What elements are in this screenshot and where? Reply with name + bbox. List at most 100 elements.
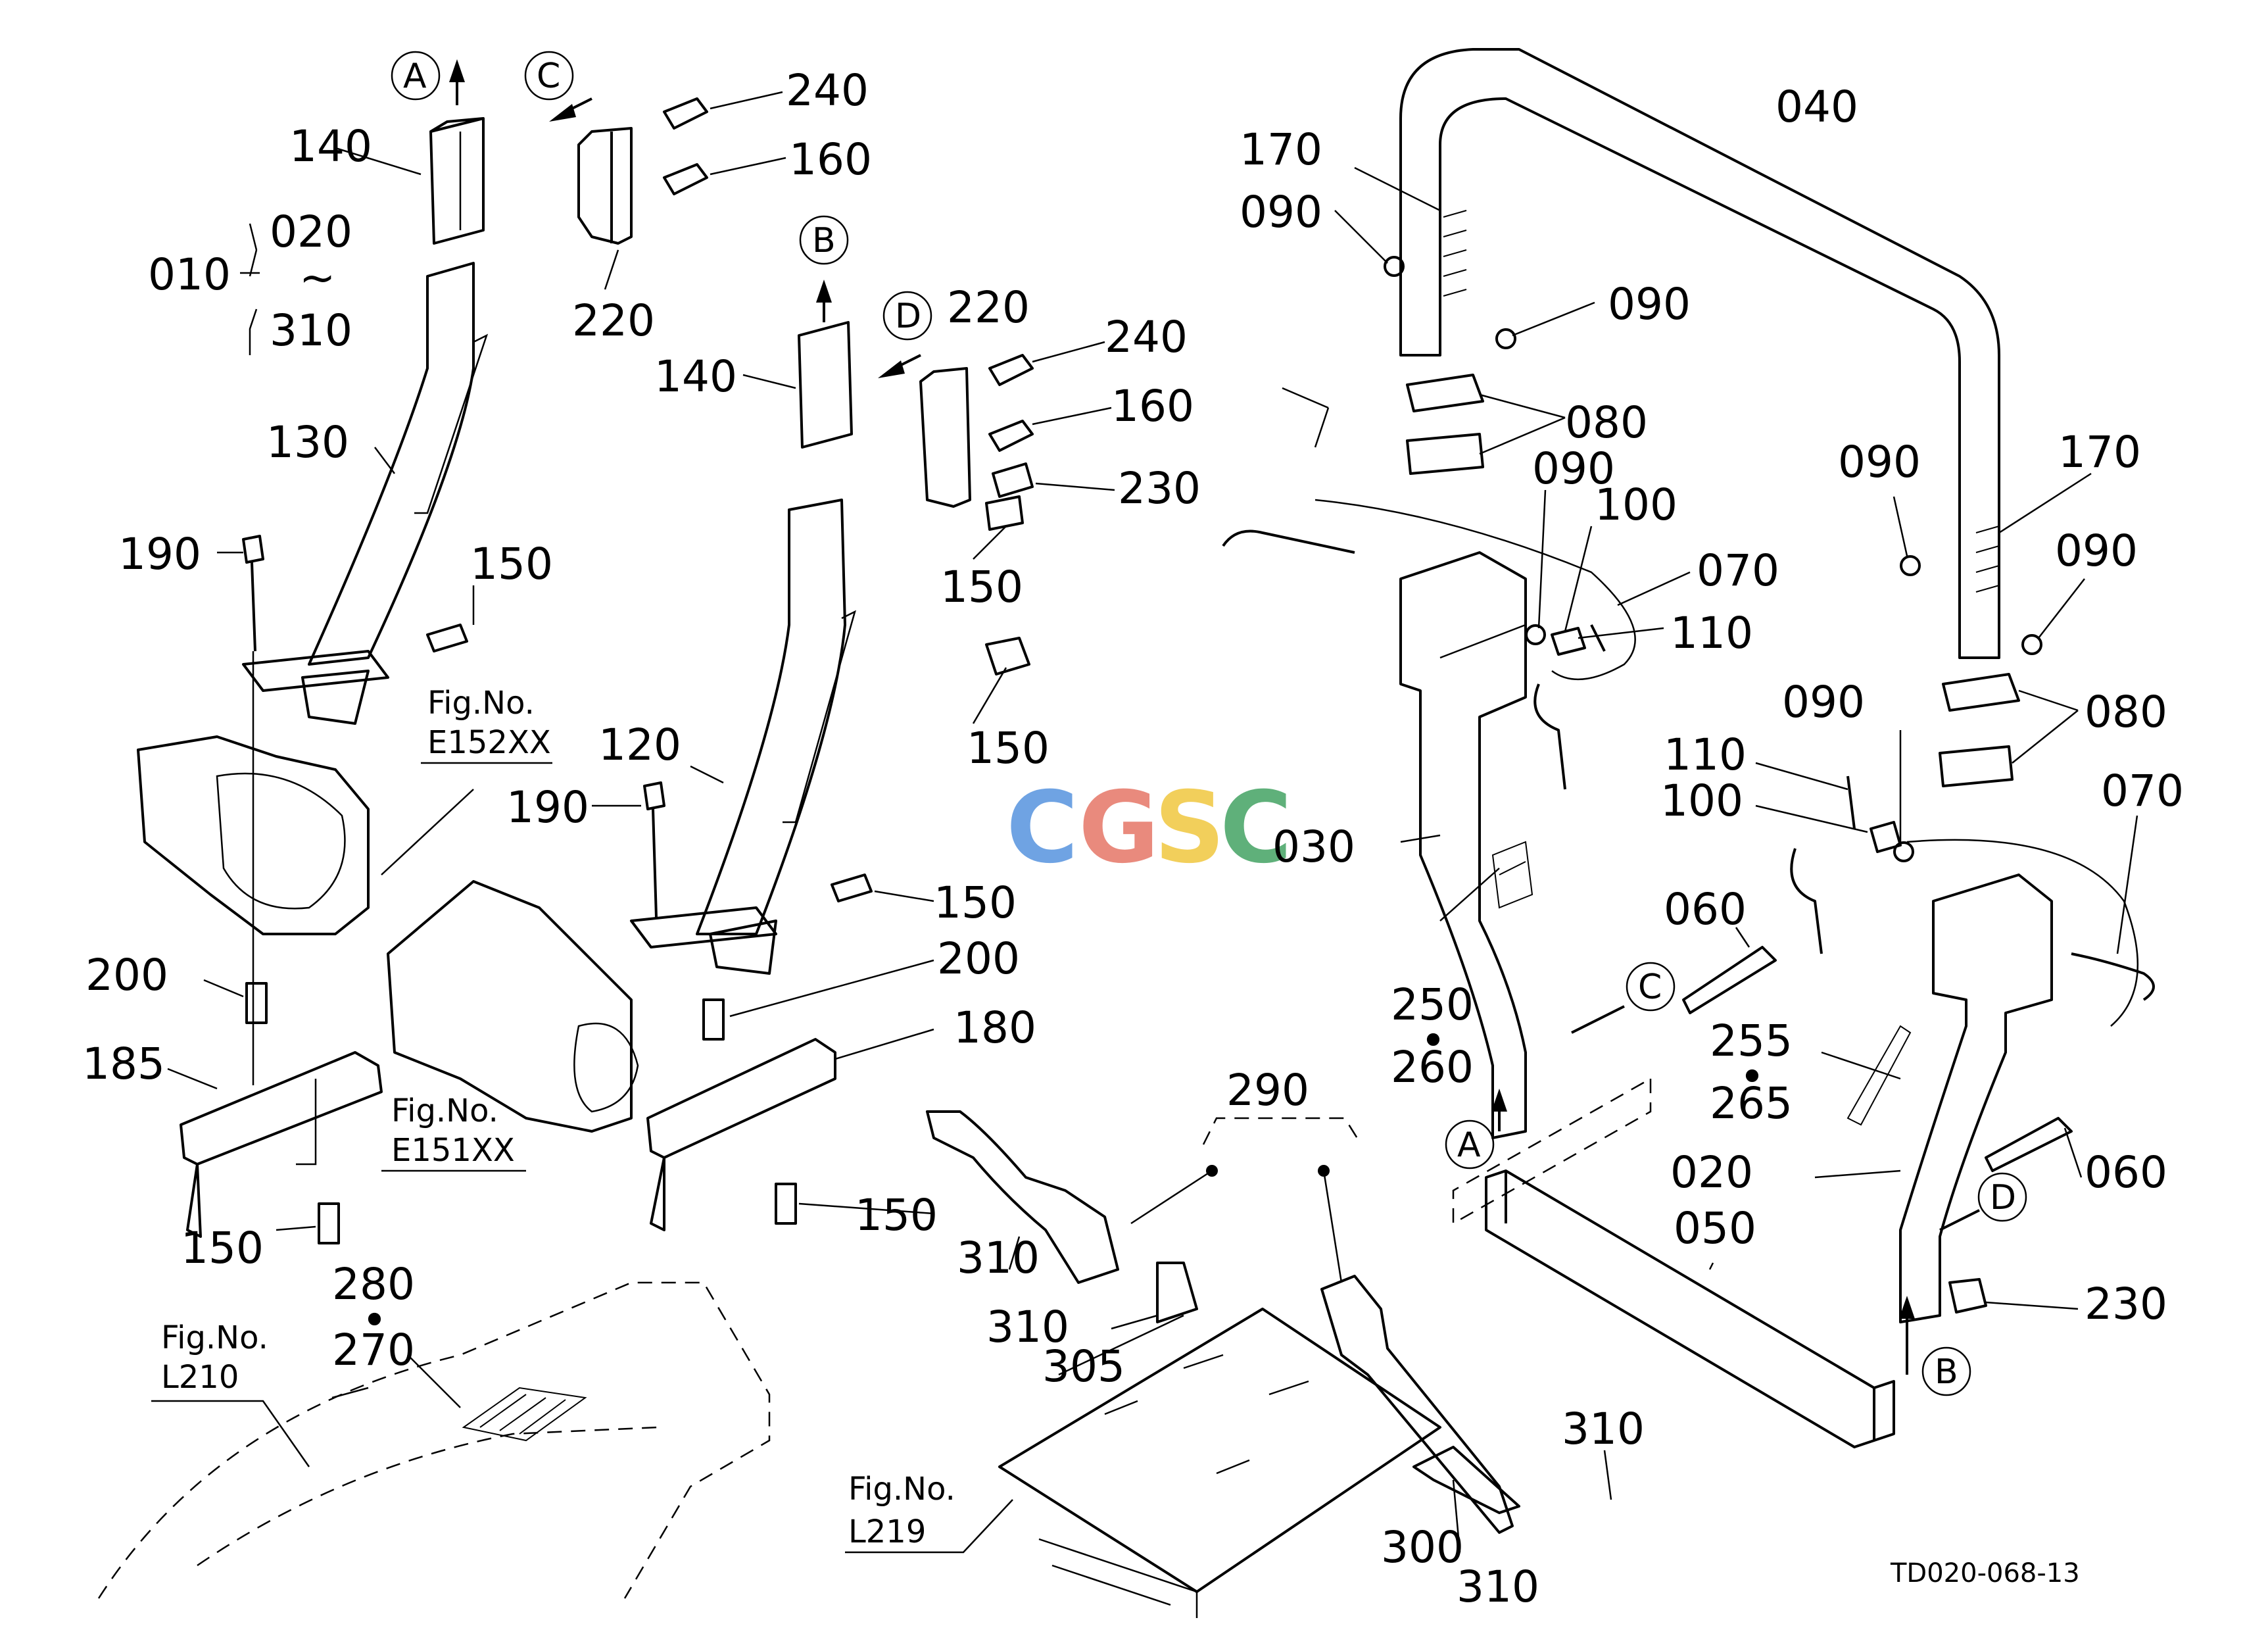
marker-c2-circle bbox=[1626, 962, 1676, 1012]
part-080-cap-b bbox=[1939, 673, 2020, 787]
connection-markers: A C B D C A D B bbox=[391, 51, 2027, 1396]
seat-base-l219 bbox=[998, 1308, 1441, 1593]
marker-b2: B bbox=[1935, 1352, 1958, 1392]
fig-ref-l210-code: L210 bbox=[161, 1359, 239, 1396]
watermark-letter-g: G bbox=[1078, 771, 1159, 885]
callout-255-265-dot: • bbox=[1739, 1052, 1765, 1102]
callout-290: 290 bbox=[1226, 1065, 1309, 1116]
part-120-bracket-post bbox=[696, 499, 846, 935]
callout-090b: 090 bbox=[1608, 279, 1691, 330]
part-200-collar-b bbox=[702, 998, 725, 1041]
part-150-bolt-d bbox=[985, 637, 1030, 676]
callout-270: 270 bbox=[332, 1325, 415, 1375]
callout-020: 020 bbox=[1670, 1147, 1753, 1198]
marker-d1: D bbox=[895, 297, 921, 336]
part-090-washer-e bbox=[2021, 634, 2042, 655]
part-090-washer-f bbox=[1893, 841, 1914, 862]
part-150-bolt-f bbox=[775, 1183, 797, 1225]
marker-a2: A bbox=[1457, 1125, 1481, 1165]
callout-305: 305 bbox=[1042, 1341, 1125, 1392]
rops-frame bbox=[1222, 48, 2155, 1448]
callout-310-range: 310 bbox=[270, 305, 352, 356]
part-040-top-hoop bbox=[1399, 48, 2000, 659]
watermark-letter-s: S bbox=[1154, 771, 1225, 885]
fig-ref-l210-label: Fig.No. bbox=[161, 1319, 268, 1356]
callout-090d: 090 bbox=[1838, 437, 1921, 487]
marker-a1-circle bbox=[391, 51, 441, 101]
callout-120: 120 bbox=[598, 720, 681, 770]
part-110-clip-a bbox=[1533, 624, 1606, 790]
watermark-letter-c2: C bbox=[1220, 771, 1292, 885]
callout-140a: 140 bbox=[289, 121, 372, 172]
housing-e152 bbox=[137, 735, 370, 935]
callout-220b: 220 bbox=[947, 282, 1030, 333]
callout-150c: 150 bbox=[940, 562, 1023, 612]
marker-d1-circle bbox=[882, 291, 932, 341]
part-060-bolt-b bbox=[1985, 1117, 2073, 1172]
callout-240b: 240 bbox=[1105, 312, 1188, 362]
callout-150a: 150 bbox=[470, 539, 553, 589]
marker-c1: C bbox=[537, 57, 560, 96]
part-150-bolt-b bbox=[318, 1202, 340, 1244]
marker-b2-circle bbox=[1921, 1346, 1971, 1396]
part-190-bolt-a bbox=[242, 535, 264, 652]
callout-090e: 090 bbox=[2055, 526, 2138, 576]
watermark: C G S C bbox=[1006, 771, 1292, 885]
part-240-bolt-b bbox=[988, 354, 1034, 386]
part-150-bolt-c bbox=[985, 495, 1024, 531]
callout-310c: 310 bbox=[1562, 1404, 1645, 1454]
left-bracket-assembly bbox=[137, 59, 489, 1244]
callout-110a: 110 bbox=[1670, 608, 1753, 658]
callout-080a: 080 bbox=[1565, 397, 1648, 448]
callout-160b: 160 bbox=[1111, 381, 1194, 431]
callout-180: 180 bbox=[953, 1002, 1036, 1053]
bracket-220-a bbox=[549, 97, 708, 245]
callout-150d: 150 bbox=[967, 723, 1050, 774]
part-090-washer-d bbox=[1900, 555, 1921, 576]
marker-a2-circle bbox=[1445, 1119, 1495, 1169]
callout-220a: 220 bbox=[572, 295, 655, 346]
part-090-washer-b bbox=[1495, 328, 1516, 349]
callout-030: 030 bbox=[1272, 822, 1355, 872]
callout-150e: 150 bbox=[934, 877, 1017, 928]
part-030-left-post bbox=[1399, 551, 1527, 1139]
part-100-nut-b bbox=[1870, 821, 1902, 853]
part-255-sticker bbox=[1846, 1025, 1912, 1126]
part-150-bolt-e bbox=[831, 873, 873, 902]
part-300-bracket bbox=[1412, 1446, 1520, 1514]
callout-310d: 310 bbox=[1457, 1561, 1539, 1612]
callout-200a: 200 bbox=[85, 950, 168, 1000]
part-190-bolt-b bbox=[643, 781, 665, 918]
part-020-right-post bbox=[1899, 873, 2053, 1323]
part-290-belt-right bbox=[1320, 1275, 1514, 1534]
center-bracket-assembly bbox=[387, 280, 1034, 1231]
callout-230b: 230 bbox=[2085, 1279, 2167, 1329]
housing-e151 bbox=[387, 880, 633, 1133]
part-220-bracket-b bbox=[919, 367, 971, 508]
marker-b1: B bbox=[812, 221, 836, 260]
part-200-collar-a bbox=[245, 982, 268, 1024]
callout-tilde: ~ bbox=[299, 253, 335, 303]
callout-150b: 150 bbox=[181, 1223, 264, 1273]
marker-d2-circle bbox=[1977, 1172, 2027, 1222]
part-140-upper-tube-a bbox=[429, 117, 485, 245]
part-090-washer-a bbox=[1384, 256, 1405, 277]
callout-090c: 090 bbox=[1532, 443, 1615, 494]
callout-185: 185 bbox=[82, 1039, 165, 1089]
callout-160a: 160 bbox=[789, 134, 872, 185]
fig-ref-l219-code: L219 bbox=[848, 1513, 926, 1550]
callout-050: 050 bbox=[1674, 1203, 1756, 1254]
callout-070b: 070 bbox=[2101, 766, 2184, 816]
callout-090f: 090 bbox=[1782, 677, 1865, 727]
marker-c2: C bbox=[1638, 968, 1662, 1007]
callout-300: 300 bbox=[1381, 1522, 1464, 1573]
callout-100a: 100 bbox=[1595, 479, 1677, 530]
part-070-pin-a bbox=[1222, 529, 1355, 554]
part-130-bracket-post bbox=[308, 262, 475, 666]
callout-020-range: 020 bbox=[270, 207, 352, 257]
callout-280-270-dot: • bbox=[362, 1295, 387, 1346]
callout-010: 010 bbox=[148, 249, 231, 300]
drawing-code: TD020-068-13 bbox=[1890, 1558, 2080, 1588]
part-160-bolt-a bbox=[663, 163, 708, 195]
